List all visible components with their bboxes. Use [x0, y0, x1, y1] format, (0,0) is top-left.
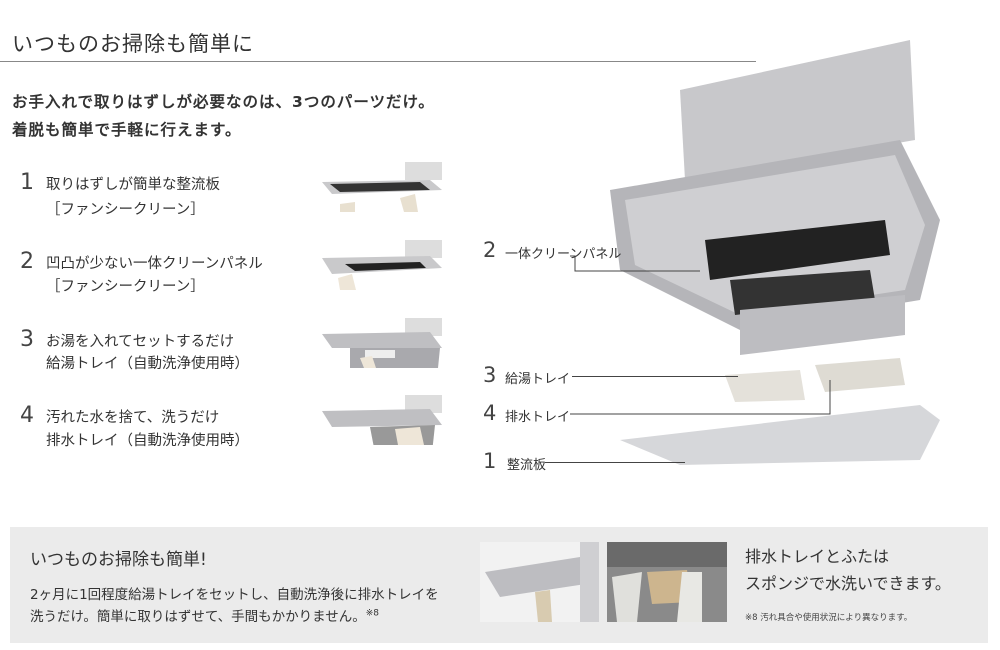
panel-right-line-1: 排水トレイとふたは	[745, 547, 890, 566]
item-subtitle: ［ファンシークリーン］	[46, 279, 205, 295]
panel-body-text: 洗うだけ。簡単に取りはずせて、手間もかかりません。	[30, 609, 366, 625]
leader-line	[570, 255, 700, 272]
item-subtitle: 排水トレイ（自動洗浄使用時）	[46, 433, 249, 449]
diagram-label-hot-water-tray: 給湯トレイ	[505, 372, 571, 387]
item-title: 取りはずしが簡単な整流板	[46, 177, 220, 193]
item-title: お湯を入れてセットするだけ	[46, 334, 235, 350]
diagram-number: 1	[483, 449, 497, 473]
item-title: 凹凸が少ない一体クリーンパネル	[46, 256, 263, 272]
item-number: 1	[20, 170, 34, 195]
photo-drain-tray-removal	[480, 542, 599, 622]
leader-line	[570, 380, 831, 415]
lead-line-2: 着脱も簡単で手軽に行えます。	[12, 121, 242, 139]
footnote: ※8 汚れ具合や使用状況により異なります。	[745, 613, 913, 623]
panel-right-line-2: スポンジで水洗いできます。	[745, 574, 951, 593]
diagram-number: 2	[483, 238, 497, 262]
item-number: 2	[20, 249, 34, 274]
thumbnail-clean-panel	[320, 240, 442, 290]
item-number: 3	[20, 327, 34, 352]
diagram-label-drain-tray: 排水トレイ	[505, 410, 571, 425]
panel-title: いつものお掃除も簡単!	[30, 550, 207, 570]
leader-line	[545, 462, 685, 463]
item-number: 4	[20, 403, 34, 428]
leader-line	[572, 376, 738, 377]
title-divider	[0, 61, 756, 62]
item-subtitle: 給湯トレイ（自動洗浄使用時）	[46, 356, 249, 372]
item-subtitle: ［ファンシークリーン］	[46, 202, 205, 218]
diagram-label-clean-panel: 一体クリーンパネル	[505, 247, 622, 262]
item-title: 汚れた水を捨て、洗うだけ	[46, 410, 220, 426]
page-title: いつものお掃除も簡単に	[12, 32, 254, 56]
diagram-number: 3	[483, 363, 497, 387]
panel-body-line-1: 2ヶ月に1回程度給湯トレイをセットし、自動洗浄後に排水トレイを	[30, 587, 439, 603]
thumbnail-drain-tray	[320, 395, 442, 445]
panel-body-line-2: 洗うだけ。簡単に取りはずせて、手間もかかりません。※8	[30, 605, 380, 626]
lead-line-1: お手入れで取りはずしが必要なのは、3つのパーツだけ。	[12, 93, 435, 111]
diagram-number: 4	[483, 401, 497, 425]
photo-washing-tray	[607, 542, 727, 622]
thumbnail-baffle-removal	[320, 162, 442, 212]
footnote-ref: ※8	[365, 608, 380, 619]
thumbnail-hot-water-tray	[320, 318, 442, 368]
diagram-label-baffle: 整流板	[507, 458, 547, 473]
range-hood-exploded-diagram	[610, 40, 940, 465]
